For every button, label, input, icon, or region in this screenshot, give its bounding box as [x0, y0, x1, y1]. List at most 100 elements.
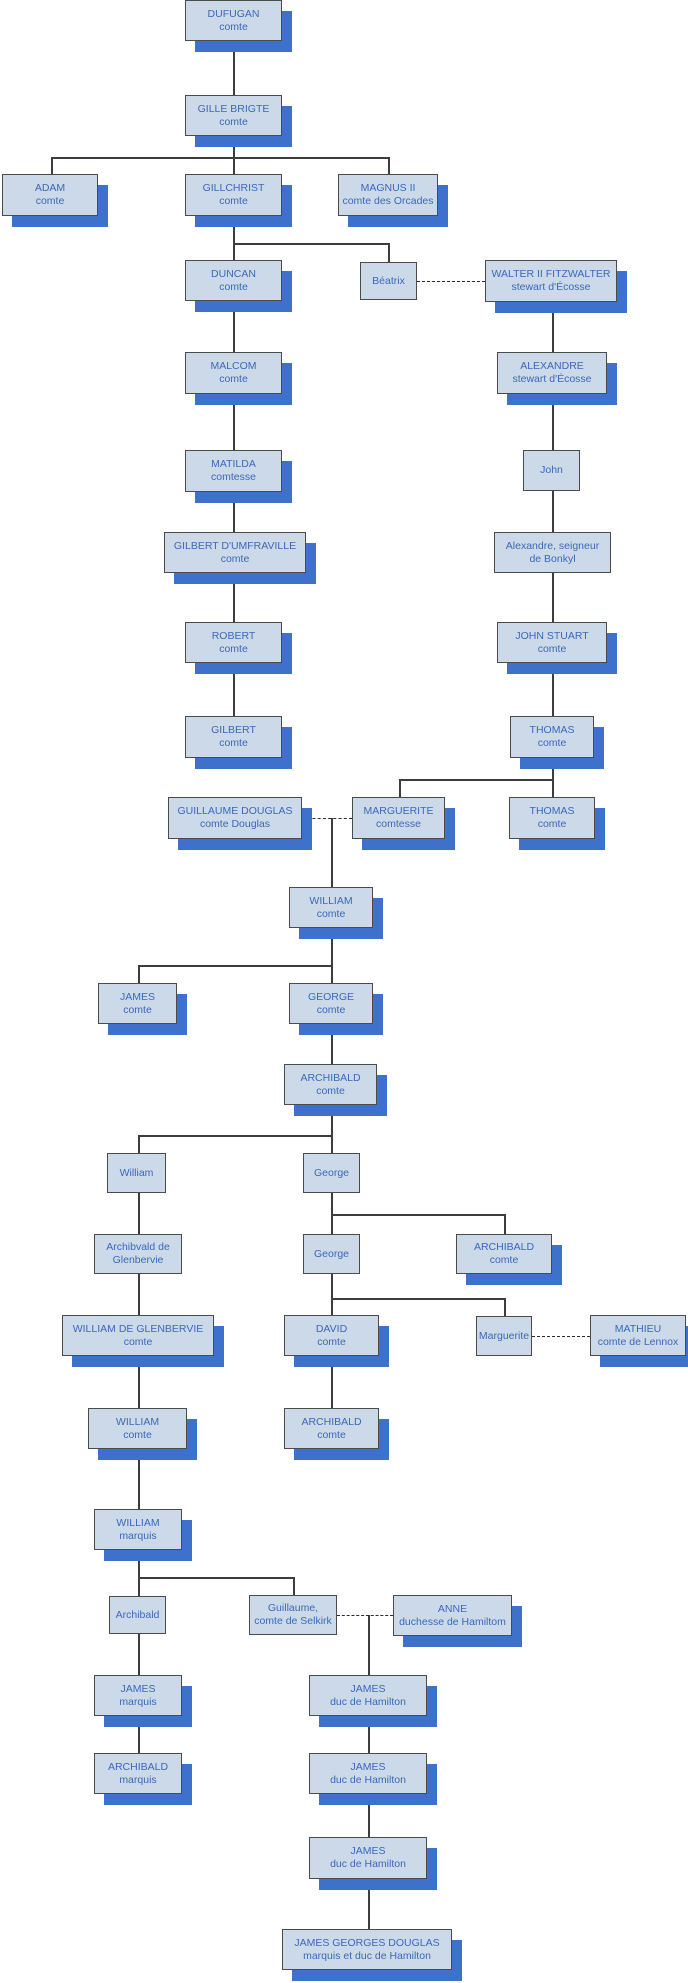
person-name: GILBERT D'UMFRAVILLE	[173, 539, 297, 552]
connector-line	[331, 1356, 333, 1408]
connector-line	[233, 662, 235, 716]
person-title: comte	[316, 1003, 346, 1016]
connector-line	[552, 573, 554, 622]
person-title: comte	[219, 373, 248, 385]
person-name: DAVID	[315, 1322, 348, 1335]
connector-line	[368, 1615, 370, 1675]
person-title: duc de Hamilton	[330, 1695, 406, 1708]
marriage-dashed-line	[302, 818, 352, 819]
connector-line	[368, 1716, 370, 1753]
person-title: comte	[537, 642, 567, 655]
connector-line	[388, 157, 390, 174]
person-name: MARGUERITE	[363, 805, 434, 817]
person-title: comte de Selkirk	[254, 1615, 332, 1627]
person-name: Marguerite	[478, 1329, 530, 1342]
connector-line	[331, 1106, 333, 1135]
person-title: comte	[317, 1335, 346, 1348]
person-title: stewart d'Écosse	[512, 373, 592, 385]
person-name: WILLIAM DE GLENBERVIE	[72, 1322, 204, 1335]
person-name: ROBERT	[211, 629, 256, 642]
person-title: duc de Hamilton	[330, 1773, 406, 1786]
connector-line	[552, 662, 554, 716]
person-name: JAMES	[119, 990, 155, 1003]
connector-line	[552, 302, 554, 352]
connector-line	[138, 1193, 140, 1234]
connector-line	[138, 1274, 140, 1315]
person-name: WILLIAM	[116, 1516, 160, 1529]
person-name: WALTER II FITZWALTER	[491, 268, 611, 280]
person-name: George	[313, 1247, 350, 1260]
tree-node-beatrix: Béatrix	[360, 262, 417, 300]
person-name: Béatrix	[372, 274, 405, 287]
connector-line	[552, 758, 554, 779]
person-title: comte	[123, 1003, 152, 1016]
person-name: Guillaume,	[267, 1602, 319, 1614]
connector-line	[233, 394, 235, 450]
connector-line	[552, 779, 554, 797]
connector-line	[504, 1214, 506, 1234]
person-title: stewart d'Écosse	[511, 281, 591, 293]
person-name: MATHIEU	[614, 1322, 662, 1335]
connector-line	[138, 1634, 140, 1675]
person-name: THOMAS	[529, 724, 575, 736]
person-title: comtesse	[376, 818, 421, 830]
connector-line	[138, 965, 331, 967]
person-title: duc de Hamilton	[330, 1858, 406, 1870]
connector-line	[399, 779, 401, 797]
person-name: JAMES	[120, 1682, 156, 1695]
connector-line	[51, 157, 388, 159]
person-title: comte	[123, 1335, 153, 1348]
connector-line	[504, 1298, 506, 1316]
person-title: marquis	[119, 1695, 157, 1708]
connector-line	[331, 1193, 333, 1234]
connector-line	[331, 1274, 333, 1315]
connector-line	[331, 818, 333, 887]
person-title: comte	[316, 1084, 345, 1097]
connector-line	[138, 1135, 331, 1137]
person-name: JAMES	[350, 1845, 386, 1857]
person-name: Archibvald de	[106, 1241, 170, 1253]
person-name: ADAM	[34, 182, 66, 194]
person-name: JAMES	[350, 1760, 386, 1773]
person-title: comtesse	[211, 471, 256, 483]
tree-node-george-sm-1: George	[303, 1153, 360, 1193]
tree-node-william-sm: William	[107, 1153, 166, 1193]
person-title: comte Douglas	[199, 818, 271, 830]
connector-line	[331, 928, 333, 965]
connector-line	[331, 1214, 504, 1216]
tree-node-archibald-sm: Archibald	[109, 1596, 166, 1634]
connector-line	[293, 1577, 295, 1595]
person-name: George	[313, 1166, 350, 1179]
connector-line	[233, 243, 235, 260]
connector-line	[233, 136, 235, 157]
person-name: ANNE	[437, 1602, 468, 1615]
person-name: GILBERT	[211, 724, 256, 736]
person-name: MAGNUS II	[360, 182, 416, 194]
connector-line	[138, 965, 140, 983]
connector-line	[331, 965, 333, 983]
connector-line	[331, 1135, 333, 1153]
person-title: comte	[537, 818, 567, 830]
connector-line	[368, 1794, 370, 1837]
